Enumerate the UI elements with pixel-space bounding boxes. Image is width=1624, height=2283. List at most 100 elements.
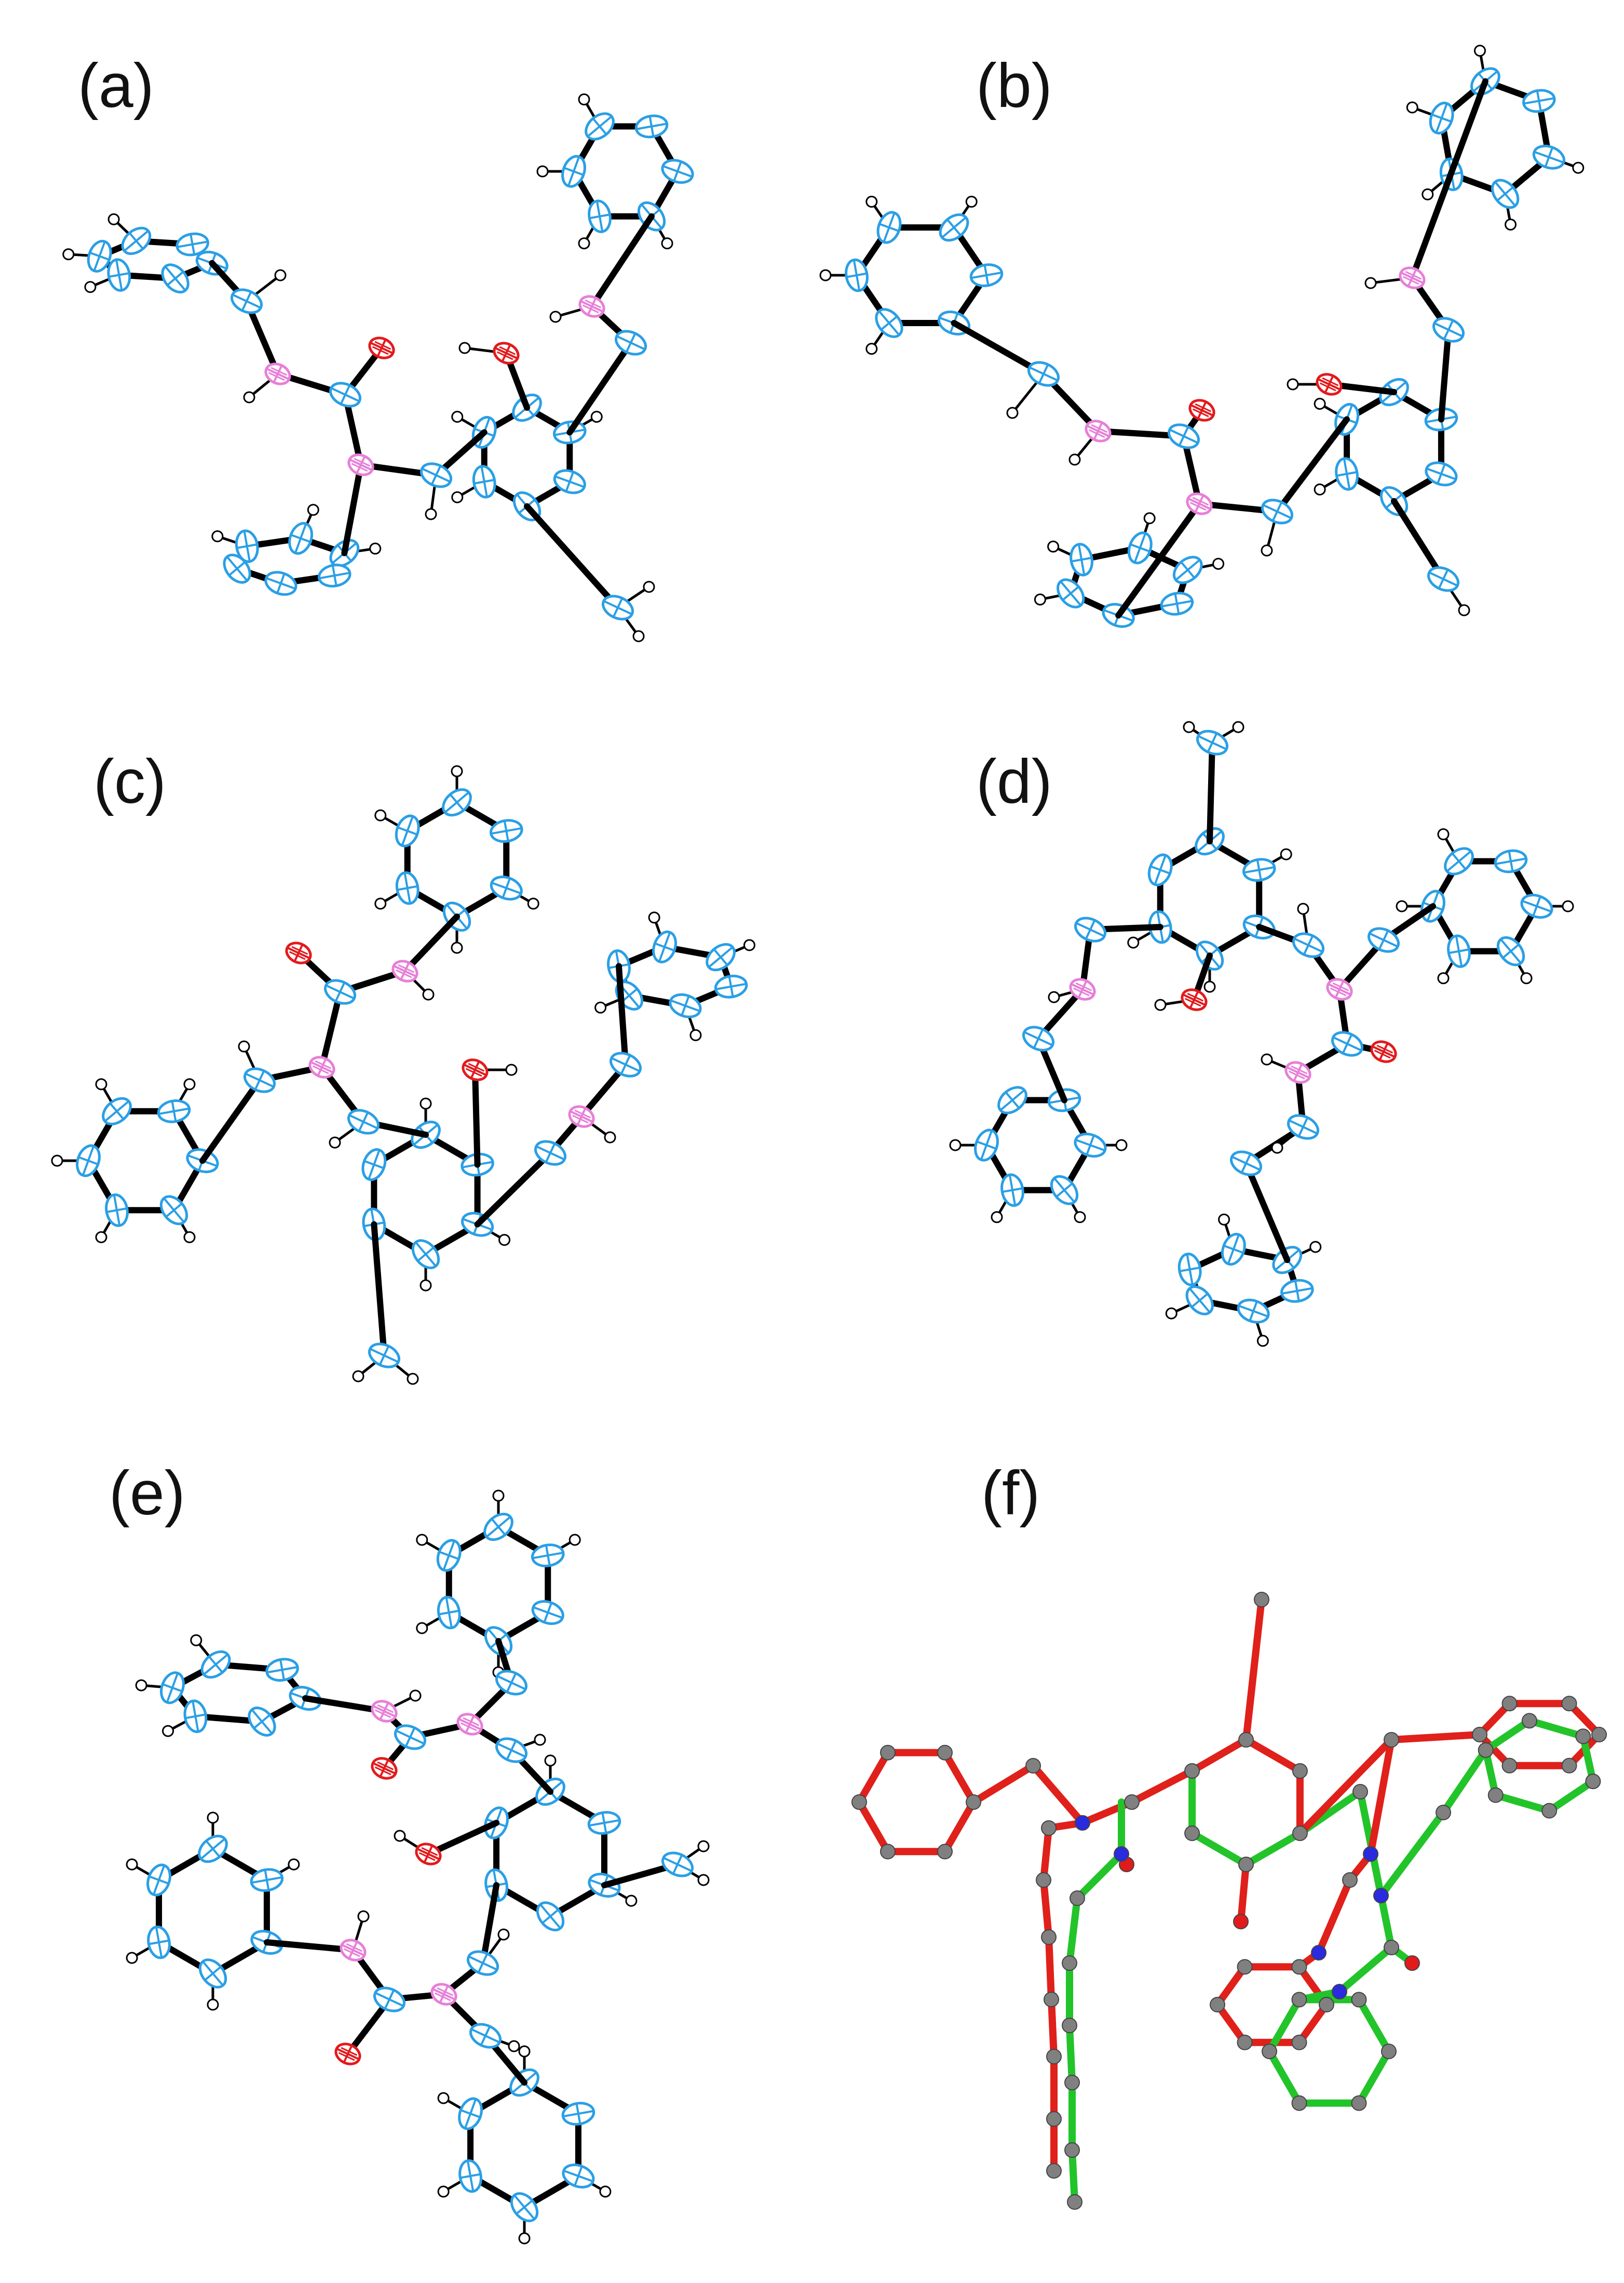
- hydrogen-atom: [492, 1489, 505, 1502]
- hydrogen-atom: [544, 1754, 557, 1767]
- overlay-bond: [1296, 1736, 1395, 1837]
- carbon-atom: [1178, 1253, 1202, 1286]
- hydrogen-atom: [536, 165, 549, 178]
- overlay-atom: [1238, 1732, 1254, 1748]
- carbon-atom: [1147, 853, 1173, 887]
- carbon-atom: [121, 226, 152, 255]
- overlay-atom: [1064, 2075, 1080, 2090]
- overlay-atom: [880, 1844, 896, 1860]
- overlay-bond: [1074, 1850, 1125, 1902]
- carbon-atom: [102, 1097, 132, 1125]
- bond: [566, 340, 634, 436]
- hydrogen-atom: [689, 1029, 702, 1041]
- panel-label-d: (d): [976, 747, 1052, 816]
- hydrogen-atom: [288, 1858, 300, 1871]
- panel-label-e: (e): [109, 1458, 185, 1528]
- overlay-bond: [1355, 1996, 1392, 2055]
- carbon-atom: [437, 1595, 461, 1630]
- carbon-atom: [329, 382, 361, 408]
- hydrogen-atom: [437, 2185, 450, 2198]
- carbon-atom: [1522, 89, 1556, 113]
- hydrogen-atom: [451, 942, 463, 954]
- hydrogen-atom: [1473, 45, 1486, 57]
- hydrogen-atom: [419, 1097, 432, 1110]
- nitrogen-atom: [264, 362, 291, 385]
- carbon-atom: [231, 288, 263, 314]
- carbon-atom: [1368, 927, 1400, 953]
- bond: [425, 1820, 500, 1857]
- hydrogen-atom: [1143, 512, 1156, 525]
- hydrogen-atom: [458, 342, 471, 354]
- hydrogen-atom: [1256, 1335, 1269, 1347]
- oxygen-atom: [334, 2043, 361, 2065]
- hydrogen-atom: [1287, 378, 1299, 391]
- hydrogen-atom: [183, 1078, 196, 1091]
- overlay-atom: [1237, 2034, 1253, 2050]
- hydrogen-atom: [374, 897, 387, 910]
- hydrogen-atom: [632, 630, 645, 642]
- bond: [1115, 501, 1202, 619]
- hydrogen-atom: [1068, 453, 1081, 466]
- carbon-atom: [1532, 144, 1565, 170]
- bond: [1438, 327, 1452, 423]
- hydrogen-atom: [594, 1001, 607, 1014]
- overlay-bond: [1377, 1892, 1395, 1951]
- overlay-atom: [1262, 2044, 1277, 2059]
- overlay-bond: [970, 1762, 1037, 1806]
- carbon-atom: [368, 1342, 400, 1368]
- carbon-atom: [669, 993, 702, 1018]
- carbon-atom: [845, 258, 869, 292]
- carbon-atom: [510, 2192, 539, 2222]
- overlay-bond: [1546, 1778, 1597, 1815]
- bond: [1274, 416, 1350, 515]
- overlay-atom: [1501, 1757, 1518, 1774]
- bond: [341, 462, 364, 556]
- bond: [524, 503, 621, 611]
- overlay-atom: [1254, 1592, 1269, 1607]
- carbon-atom: [467, 1950, 499, 1976]
- overlay-atom: [1075, 1815, 1090, 1831]
- carbon-atom: [472, 465, 496, 499]
- hydrogen-atom: [307, 504, 319, 516]
- overlay-atom: [1041, 1929, 1057, 1945]
- hydrogen-atom: [1280, 848, 1292, 861]
- overlay-bond: [1040, 1824, 1052, 1884]
- carbon-atom: [561, 155, 586, 188]
- carbon-atom: [997, 1086, 1027, 1114]
- nitrogen-atom: [308, 1056, 335, 1079]
- oxygen-atom: [462, 1058, 489, 1081]
- hydrogen-atom: [369, 542, 382, 555]
- carbon-atom: [1429, 101, 1454, 135]
- overlay-atom: [1404, 1955, 1420, 1971]
- overlay-atom: [1575, 1728, 1591, 1744]
- carbon-atom: [1425, 461, 1458, 487]
- nitrogen-atom: [578, 295, 605, 318]
- overlay-atom: [1585, 1774, 1601, 1790]
- overlay-atom: [880, 1744, 896, 1761]
- carbon-atom: [1280, 1279, 1314, 1303]
- carbon-atom: [107, 258, 131, 292]
- carbon-atom: [1237, 1298, 1270, 1324]
- hydrogen-atom: [437, 2092, 450, 2104]
- hydrogen-atom: [1437, 828, 1450, 840]
- carbon-atom: [1221, 1232, 1246, 1266]
- carbon-atom: [1168, 423, 1200, 449]
- carbon-atom: [243, 1067, 276, 1093]
- nitrogen-atom: [347, 453, 374, 476]
- nitrogen-atom: [568, 1105, 595, 1128]
- carbon-atom: [634, 114, 669, 139]
- hydrogen-atom: [661, 237, 673, 250]
- panel-a-structure: [62, 93, 694, 642]
- carbon-atom: [436, 1539, 462, 1572]
- hydrogen-atom: [126, 1858, 138, 1871]
- overlay-atom: [1352, 1784, 1368, 1799]
- overlay-atom: [1210, 1997, 1225, 2012]
- hydrogen-atom: [578, 93, 590, 105]
- carbon-atom: [495, 1737, 527, 1763]
- carbon-atom: [1242, 858, 1276, 882]
- hydrogen-atom: [508, 2040, 520, 2052]
- hydrogen-atom: [1562, 900, 1574, 912]
- hydrogen-atom: [1115, 1139, 1128, 1151]
- overlay-bond: [1066, 1895, 1081, 1967]
